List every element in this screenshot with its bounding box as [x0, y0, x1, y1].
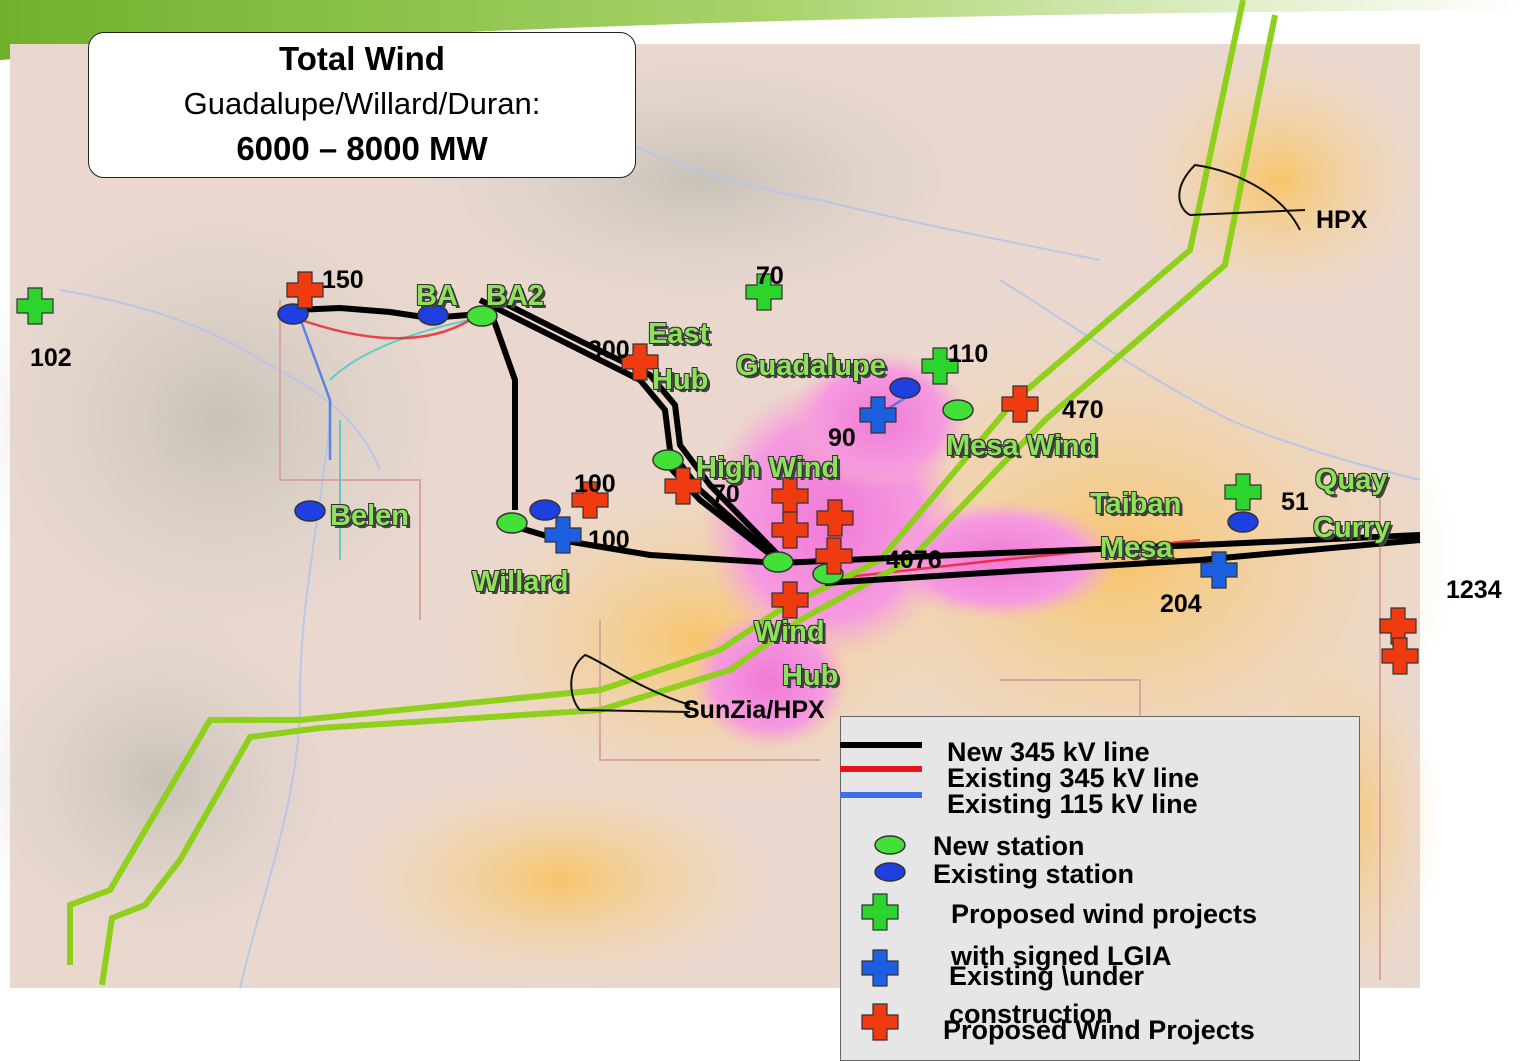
capacity-label: 204 [1160, 590, 1202, 618]
capacity-label: 51 [1281, 488, 1309, 516]
route-annotations [570, 163, 1306, 713]
new-station-willard [496, 512, 528, 534]
station-label-wind-hub: Hub [782, 660, 839, 692]
title-line-1: Total Wind [279, 40, 445, 77]
legend-existing-under-2: construction [949, 999, 1113, 1029]
new-station-wind-hub-a [762, 551, 794, 573]
capacity-label: 100 [574, 470, 616, 498]
legend-existing-under: Existing \under [949, 961, 1145, 991]
legend-existing-115kv: Existing 115 kV line [947, 789, 1198, 819]
capacity-label: 470 [1062, 396, 1104, 424]
existing-stations [277, 303, 1259, 533]
station-label-ba: BA [416, 280, 458, 312]
capacity-label: 110 [948, 340, 989, 368]
station-label-east: East [648, 318, 710, 350]
base-map [0, 40, 1460, 1000]
existing-station-belen [294, 500, 326, 522]
header-band [0, 0, 1524, 60]
capacity-label: 4076 [886, 546, 942, 574]
capacity-label: 100 [588, 526, 630, 554]
new-station-east-hub [652, 449, 684, 471]
new-stations [466, 305, 974, 585]
legend-new-345kv: New 345 kV line [947, 737, 1150, 767]
new-station-ba2 [466, 305, 498, 327]
route-label-hpx: HPX [1316, 206, 1368, 234]
legend-proposed-lgia: Proposed wind projects [951, 899, 1258, 929]
legend-proposed-lgia-2: with signed LGIA [951, 941, 1172, 971]
legend: New 345 kV line Existing 345 kV line Exi… [840, 716, 1360, 1061]
existing-station-a [277, 303, 309, 325]
station-label-mesa-wind: Mesa Wind [946, 430, 1098, 462]
existing-station-taiban [1227, 511, 1259, 533]
station-label-curry: Curry [1313, 512, 1391, 544]
station-label-wind: Wind [754, 616, 825, 648]
legend-proposed-wind: Proposed Wind Projects [943, 1015, 1255, 1045]
legend-existing-station: Existing station [933, 859, 1135, 889]
station-label-east-hub: Hub [652, 364, 709, 396]
existing-station-guadalupe [889, 377, 921, 399]
station-label-belen: Belen [330, 500, 409, 532]
station-label-guadalupe: Guadalupe [736, 350, 886, 382]
station-label-taiban: Taiban [1090, 488, 1182, 520]
capacity-label: 300 [588, 336, 630, 364]
station-label-ba2: BA2 [486, 280, 545, 312]
station-label-mesa: Mesa [1100, 532, 1173, 564]
legend-new-station: New station [933, 831, 1085, 861]
new-station-mesa-wind [942, 399, 974, 421]
route-label-sunzia: SunZia/HPX [683, 696, 825, 724]
capacity-label: 150 [322, 266, 364, 294]
legend-existing-345kv: Existing 345 kV line [947, 763, 1200, 793]
capacity-label: 102 [30, 344, 72, 372]
capacity-label: 90 [828, 424, 856, 452]
station-label-willard: Willard [472, 566, 569, 598]
title-line-3: 6000 – 8000 MW [236, 130, 488, 167]
existing-station-ba [417, 304, 449, 326]
capacity-label: 70 [756, 262, 784, 290]
title-box: Total Wind Guadalupe/Willard/Duran: 6000… [88, 32, 636, 178]
station-label-high-wind: High Wind [696, 452, 840, 484]
capacity-label: 1234 [1446, 576, 1502, 604]
title-line-2: Guadalupe/Willard/Duran: [183, 86, 541, 121]
station-label-quay: Quay [1315, 464, 1388, 496]
existing-station-willard [529, 499, 561, 521]
capacity-label: 70 [712, 480, 740, 508]
